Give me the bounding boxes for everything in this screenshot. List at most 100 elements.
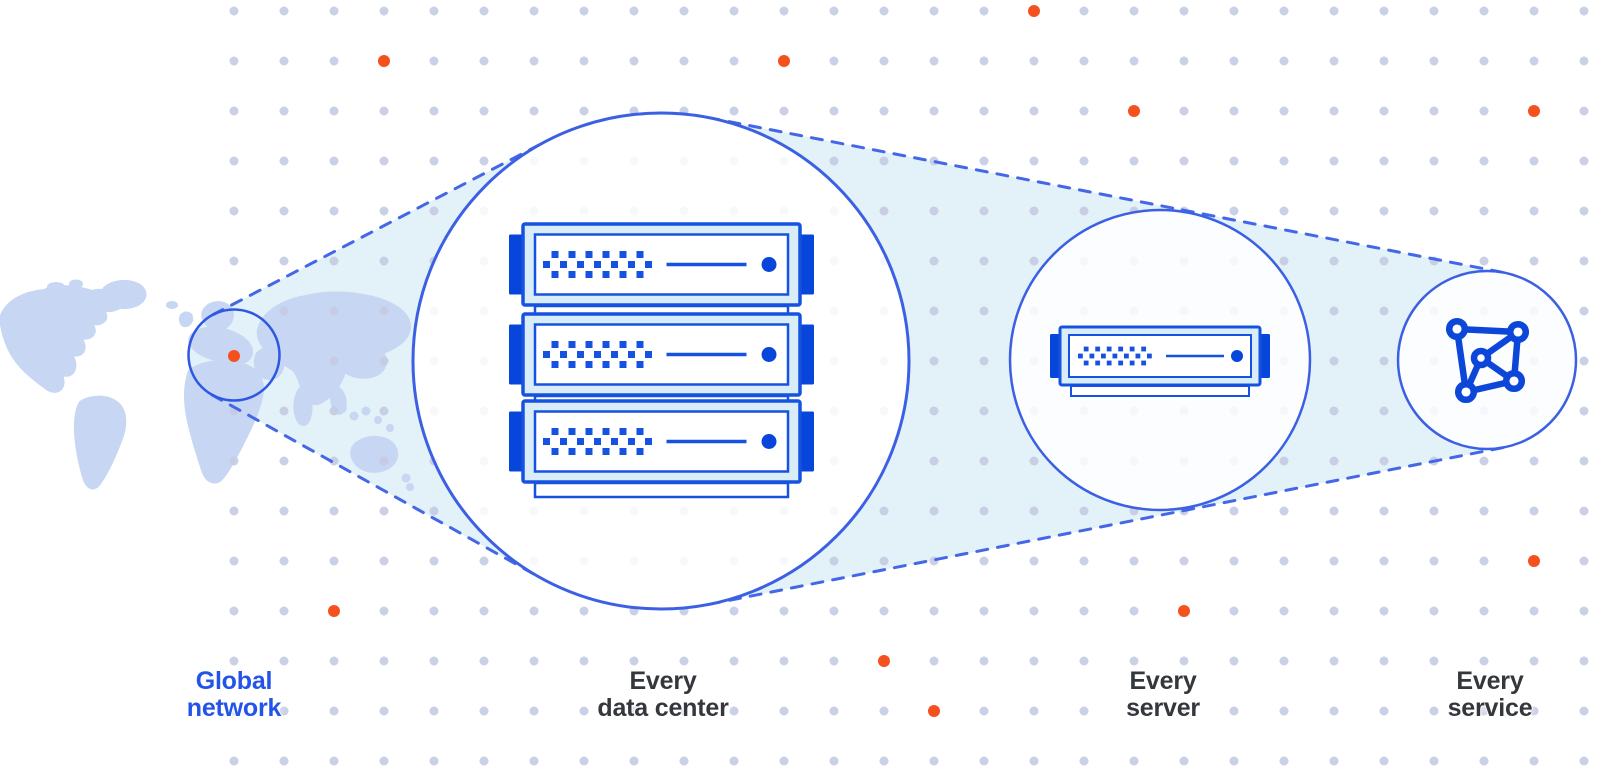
grid-dot [1579,306,1589,316]
grid-dot [229,456,239,466]
grid-dot [1029,156,1039,166]
grid-dot [879,506,889,516]
grid-dot [729,606,739,616]
grid-dot [1579,706,1589,716]
grid-dot [929,606,939,616]
grid-dot [579,656,589,666]
grid-dot [829,156,839,166]
grid-dot [479,756,489,766]
grid-dot [1029,206,1039,216]
grid-dot [379,456,389,466]
server-status-dot [1231,350,1243,362]
server-side-tab-left [509,324,525,385]
grid-dot [1429,106,1439,116]
grid-dot [1179,6,1189,16]
grid-dot [1579,506,1589,516]
grid-dot [1229,606,1239,616]
grid-dot [329,406,339,416]
orange-accent-dot [1178,605,1190,617]
grid-dot [929,206,939,216]
grid-dot [929,506,939,516]
stage-label-global-network: Global network [186,667,282,722]
grid-dot [1479,6,1489,16]
grid-dot [429,606,439,616]
orange-accent-dot [928,705,940,717]
grid-dot [1329,406,1339,416]
grid-dot [379,306,389,316]
grid-dot [1579,156,1589,166]
grid-dot [979,756,989,766]
island-nz [401,473,411,483]
grid-dot [1029,706,1039,716]
grid-dot [1129,56,1139,66]
grid-dot [929,56,939,66]
grid-dot [679,656,689,666]
grid-dot [229,506,239,516]
grid-dot [329,706,339,716]
grid-dot [279,206,289,216]
grid-dot [229,656,239,666]
grid-dot [379,506,389,516]
grid-dot [1279,706,1289,716]
grid-dot [929,356,939,366]
grid-dot [229,206,239,216]
grid-dot [379,406,389,416]
grid-dot [1379,356,1389,366]
grid-dot [1479,256,1489,266]
grid-dot [1279,156,1289,166]
grid-dot [379,556,389,566]
grid-dot [1479,106,1489,116]
grid-dot [479,706,489,716]
grid-dot [1079,56,1089,66]
grid-dot [979,656,989,666]
grid-dot [1329,456,1339,466]
grid-dot [1129,756,1139,766]
grid-dot [829,556,839,566]
server-base-strip [1070,385,1250,397]
grid-dot [529,606,539,616]
grid-dot [829,6,839,16]
grid-dot [1179,756,1189,766]
grid-dot [1179,706,1189,716]
grid-dot [1129,656,1139,666]
server-side-tab-left [509,234,525,295]
continent-australia [350,435,399,473]
grid-dot [1429,56,1439,66]
grid-dot [829,656,839,666]
grid-dot [1479,206,1489,216]
grid-dot [1579,56,1589,66]
dashed-line-top-right [706,116,1506,275]
orange-accent-dot [778,55,790,67]
grid-dot [979,456,989,466]
grid-dot [229,106,239,116]
grid-dot [1379,6,1389,16]
grid-dot [1329,256,1339,266]
grid-dot [329,456,339,466]
grid-dot [1229,506,1239,516]
grid-dot [329,56,339,66]
grid-dot [1579,656,1589,666]
grid-dot [1329,156,1339,166]
grid-dot [1429,656,1439,666]
grid-dot [1479,156,1489,166]
island [374,416,382,424]
grid-dot [629,656,639,666]
grid-dot [1279,106,1289,116]
grid-dot [929,656,939,666]
grid-dot [329,306,339,316]
grid-dot [1279,206,1289,216]
grid-dot [1129,606,1139,616]
grid-dot [1579,6,1589,16]
grid-dot [879,156,889,166]
grid-dot [1029,506,1039,516]
grid-dot [479,56,489,66]
arctic-island [47,282,65,292]
grid-dot [429,156,439,166]
grid-dot [279,256,289,266]
grid-dot [779,756,789,766]
grid-dot [529,706,539,716]
grid-dot [1279,256,1289,266]
grid-dot [1279,756,1289,766]
server-side-tab-left [509,411,525,472]
